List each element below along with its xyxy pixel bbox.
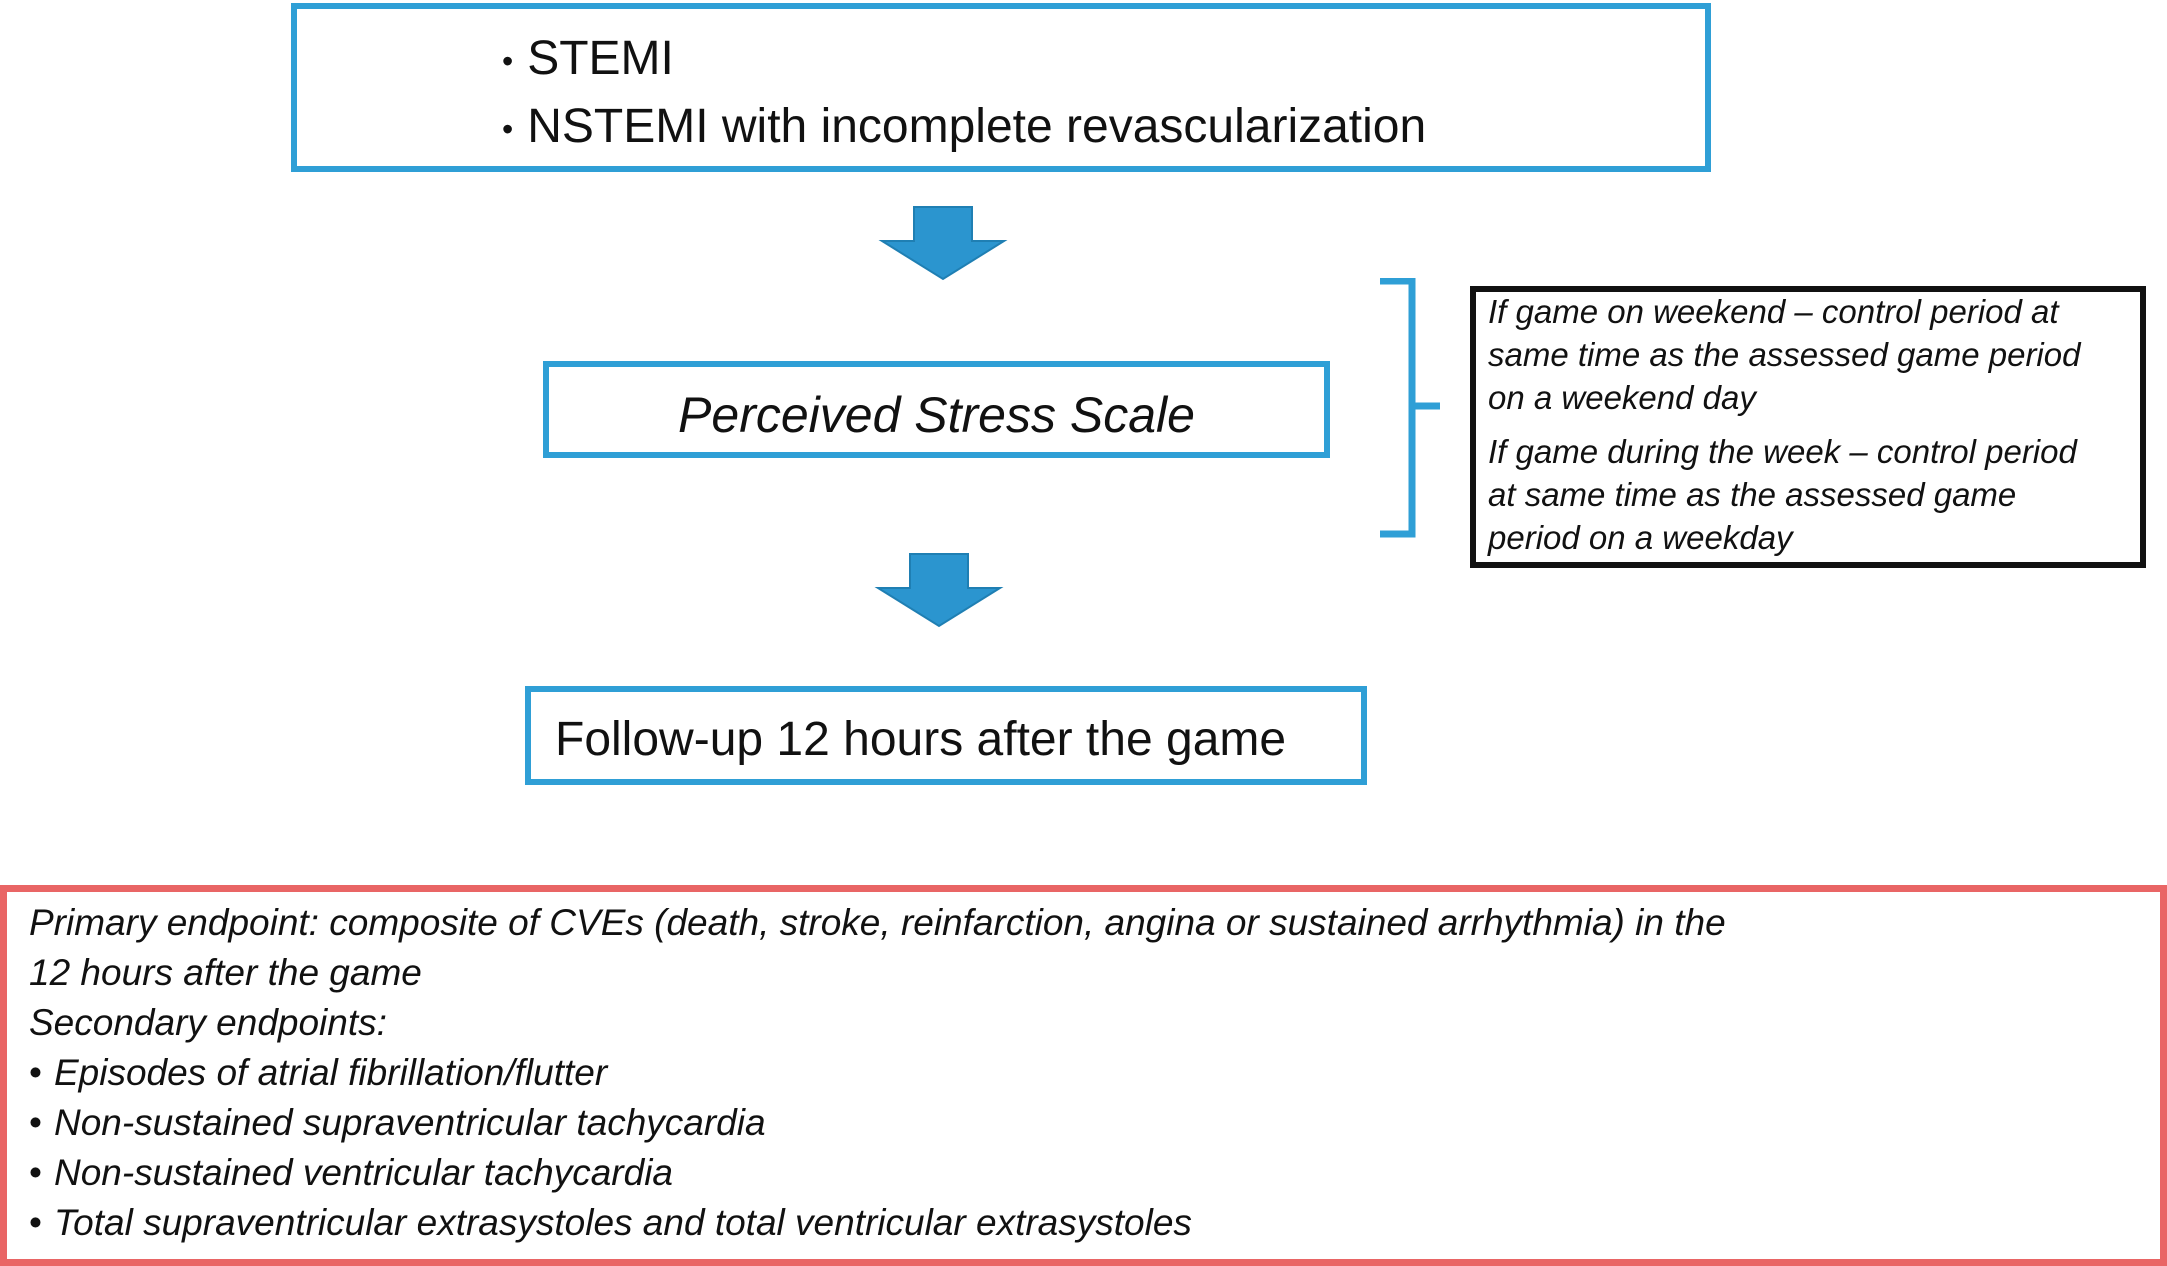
bracket-icon xyxy=(1380,278,1440,538)
endpoints-box: Primary endpoint: composite of CVEs (dea… xyxy=(0,885,2167,1266)
inclusion-item: •STEMI xyxy=(502,32,674,85)
inclusion-criteria-box: •STEMI •NSTEMI with incomplete revascula… xyxy=(291,3,1711,172)
secondary-endpoint-item: •Episodes of atrial fibrillation/flutter xyxy=(29,1052,608,1093)
followup-label: Follow-up 12 hours after the game xyxy=(555,713,1287,766)
bullet-icon: • xyxy=(29,1152,42,1193)
down-arrow-icon xyxy=(878,206,1008,281)
note-line: If game on weekend – control period at xyxy=(1488,293,2059,330)
control-period-note: If game on weekend – control period at s… xyxy=(1470,286,2146,568)
bullet-icon: • xyxy=(502,111,514,148)
bullet-icon: • xyxy=(29,1102,42,1143)
primary-endpoint-line: 12 hours after the game xyxy=(29,952,422,993)
bullet-icon: • xyxy=(502,43,514,80)
note-line: If game during the week – control period xyxy=(1488,433,2077,470)
note-line: period on a weekday xyxy=(1488,519,1793,556)
note-line: same time as the assessed game period xyxy=(1488,336,2081,373)
bullet-icon: • xyxy=(29,1052,42,1093)
down-arrow-icon xyxy=(874,553,1004,628)
stress-scale-box: Perceived Stress Scale xyxy=(543,361,1330,458)
note-line: on a weekend day xyxy=(1488,379,1756,416)
note-line: at same time as the assessed game xyxy=(1488,476,2017,513)
followup-box: Follow-up 12 hours after the game xyxy=(525,686,1367,785)
secondary-endpoint-item: •Non-sustained ventricular tachycardia xyxy=(29,1152,673,1193)
secondary-endpoint-item: •Total supraventricular extrasystoles an… xyxy=(29,1202,1192,1243)
inclusion-item: •NSTEMI with incomplete revascularizatio… xyxy=(502,100,1427,153)
primary-endpoint-line: Primary endpoint: composite of CVEs (dea… xyxy=(29,902,1726,943)
bullet-icon: • xyxy=(29,1202,42,1243)
secondary-endpoint-item: •Non-sustained supraventricular tachycar… xyxy=(29,1102,766,1143)
secondary-endpoints-heading: Secondary endpoints: xyxy=(29,1002,387,1043)
stress-scale-label: Perceived Stress Scale xyxy=(678,387,1195,443)
